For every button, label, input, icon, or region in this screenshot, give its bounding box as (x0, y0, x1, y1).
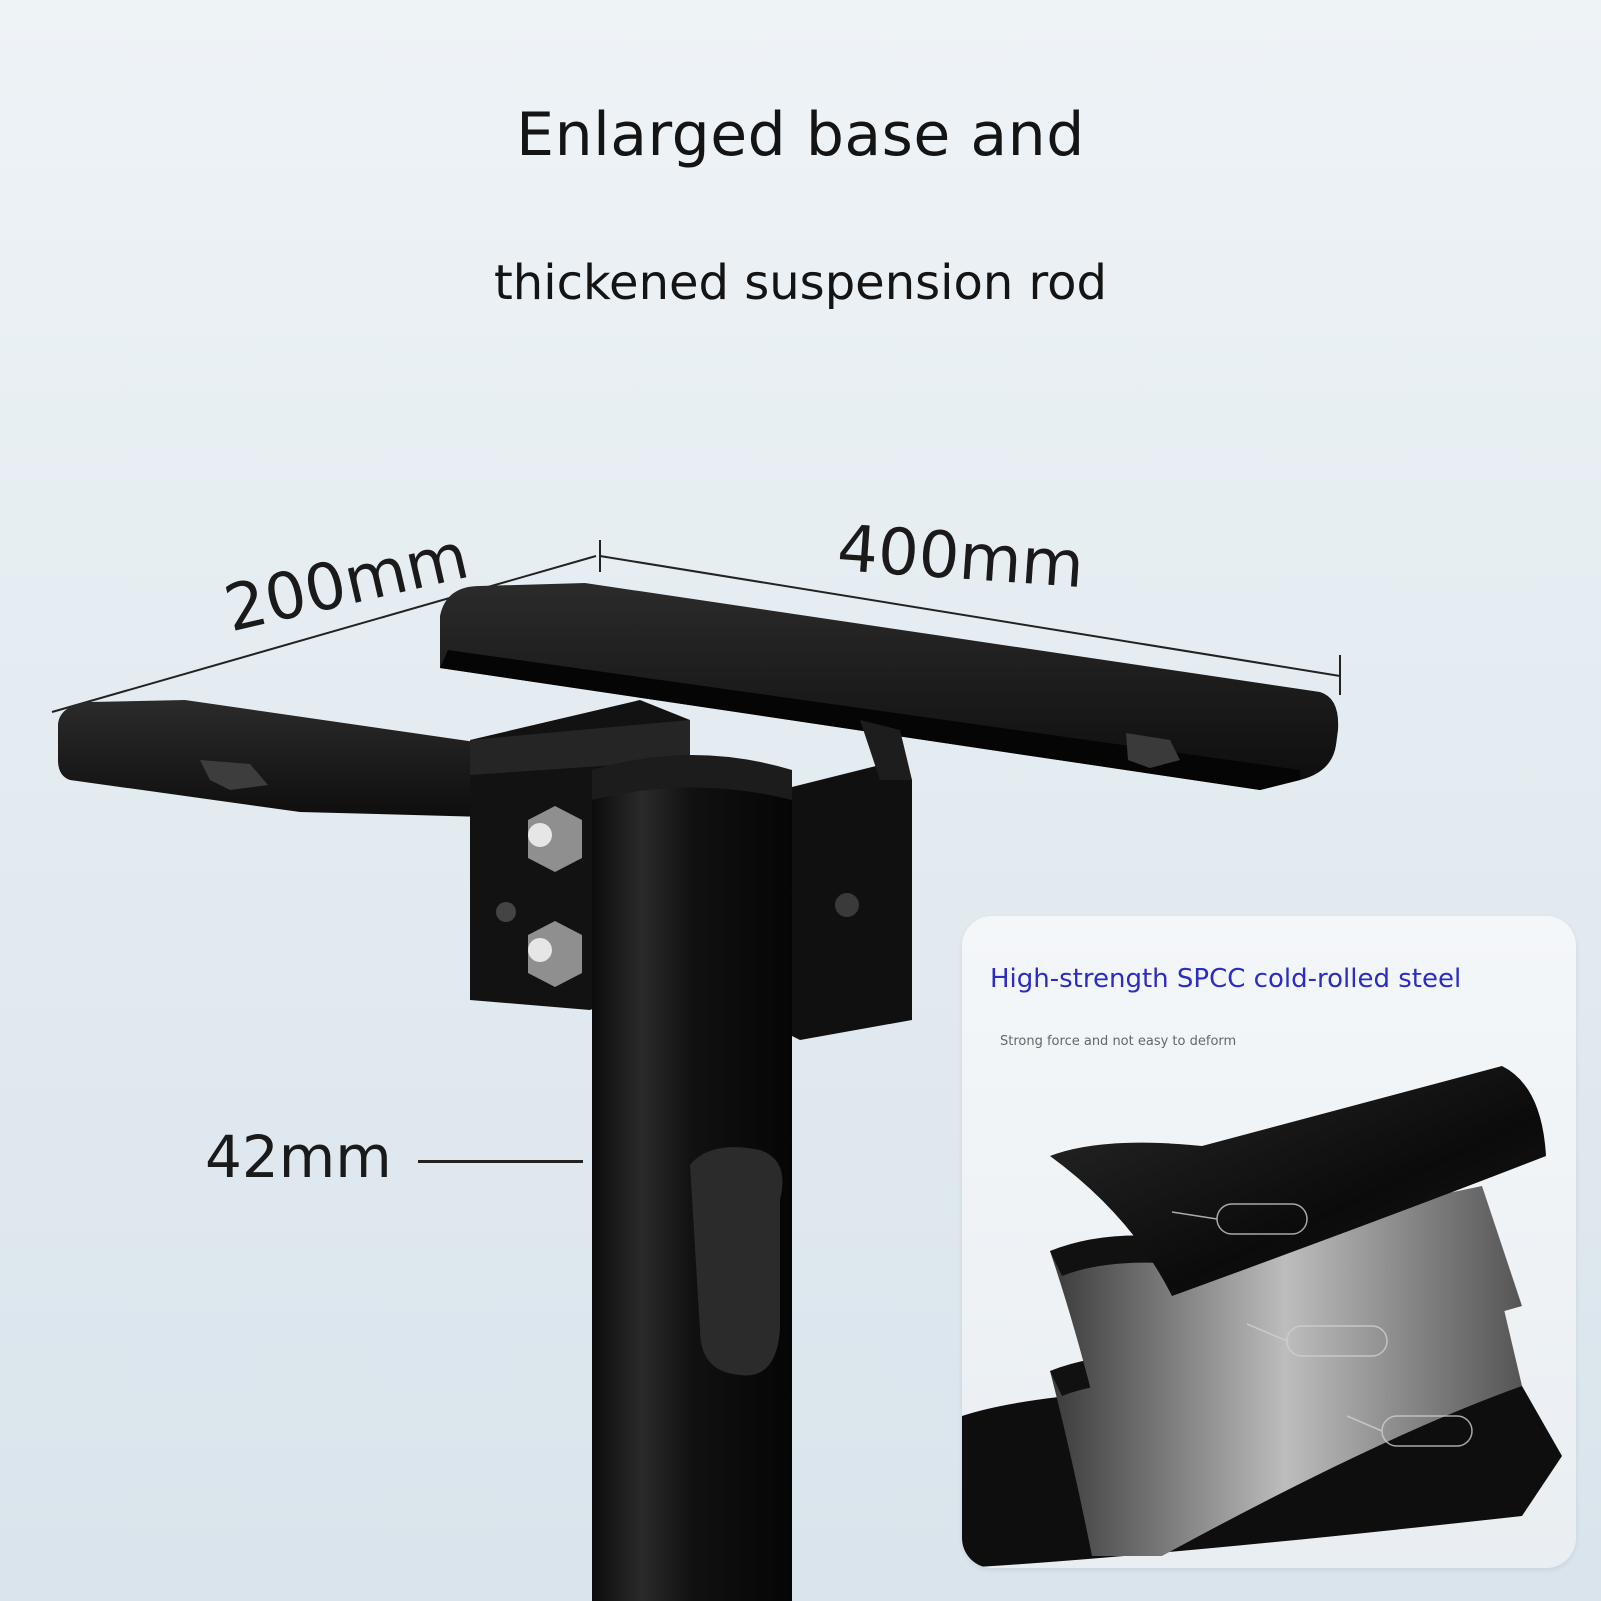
dimension-42mm-leader-line (418, 1160, 583, 1163)
material-card-title: High-strength SPCC cold-rolled steel (990, 964, 1462, 994)
suspension-rod (592, 755, 792, 1601)
short-base-plate (58, 700, 600, 820)
bolt-upper (528, 806, 582, 872)
steel-layer-1 (1050, 1066, 1546, 1296)
dimension-lines (51, 540, 1341, 713)
heading-line-1: Enlarged base and (516, 100, 1085, 170)
material-info-card: High-strength SPCC cold-rolled steel Str… (962, 916, 1576, 1568)
heading-line-2: thickened suspension rod (493, 255, 1108, 311)
bracket-right (780, 720, 912, 1040)
long-base-plate (440, 583, 1339, 790)
steel-layers-illustration (962, 1066, 1562, 1568)
material-card-subtitle: Strong force and not easy to deform (1000, 1034, 1237, 1049)
dimension-42mm-label: 42mm (205, 1123, 392, 1191)
bolt-lower (528, 921, 582, 987)
